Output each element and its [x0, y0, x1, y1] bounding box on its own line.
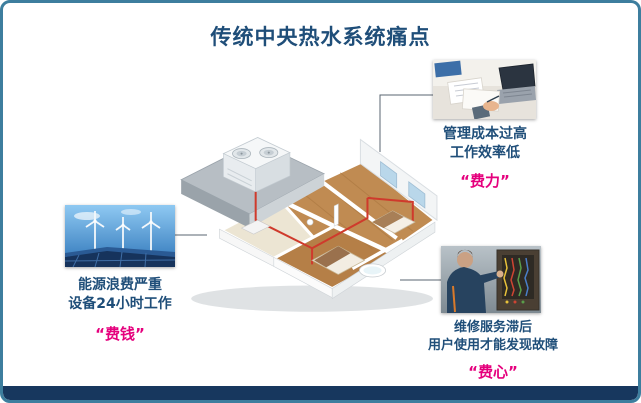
electrical-panel-icon	[496, 249, 540, 311]
wind-turbine-icon	[85, 211, 161, 251]
callout-line: 用户使用才能发现故障	[427, 338, 558, 353]
solar-panel-icon	[65, 247, 175, 267]
callout-line: 设备24小时工作	[68, 296, 172, 312]
house-interior-walls	[278, 180, 404, 270]
office-work-photo	[433, 60, 536, 119]
slide-title: 传统中央热水系统痛点	[210, 25, 431, 49]
callout-line: 管理成本过高	[443, 126, 527, 142]
house-cutaway-illustration	[180, 137, 438, 312]
callout-line: 维修服务滞后	[453, 320, 532, 335]
footer-bar	[3, 386, 638, 400]
hand-with-pen-icon	[471, 95, 500, 119]
house-shadow	[191, 285, 433, 312]
callout-line: 工作效率低	[450, 145, 520, 161]
callout-repair-text: 维修服务滞后 用户使用才能发现故障	[399, 319, 587, 355]
pain-tag-worry: “费心”	[468, 363, 518, 381]
callout-management-text: 管理成本过高 工作效率低	[409, 125, 561, 163]
pain-tag-money: “费钱”	[95, 325, 145, 343]
pain-tag-effort: “费力”	[460, 172, 510, 190]
callout-energy-text: 能源浪费严重 设备24小时工作	[31, 276, 209, 314]
red-piping	[254, 191, 414, 265]
callout-line: 能源浪费严重	[78, 277, 162, 293]
house-furniture	[240, 210, 416, 278]
electrician-photo	[441, 246, 541, 313]
laptop-icon	[497, 63, 536, 104]
notebook-icon	[434, 60, 462, 78]
house-front-walls	[219, 221, 436, 300]
technician-icon	[447, 249, 504, 313]
solar-wind-photo	[65, 205, 175, 267]
